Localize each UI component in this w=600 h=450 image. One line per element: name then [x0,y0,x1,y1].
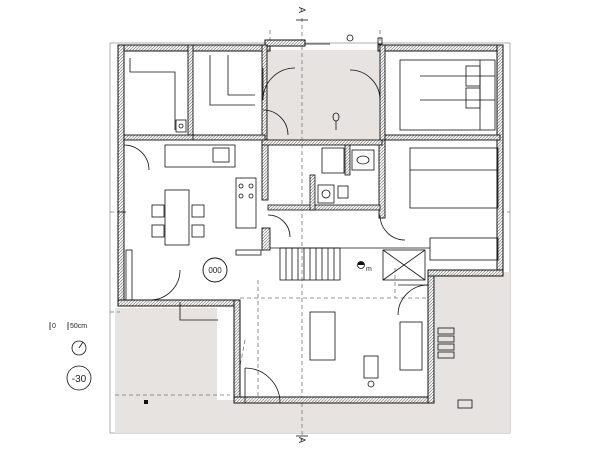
terrain-marker [144,400,148,404]
shaft-cross [382,249,426,281]
double-bed [409,147,499,261]
dining-table [151,189,205,246]
toilet [332,112,340,130]
room-level-label: 000 [208,266,222,275]
scale-zero-label: 0 [52,323,56,330]
kitchen-unit [164,144,262,256]
scale-length-label: 50cm [70,323,87,330]
kitchen-counter [129,58,187,133]
wet-room-partitions [267,144,381,211]
west-windows [118,211,133,301]
roof-detail-marks [305,34,383,45]
terrace-chairs [437,327,473,409]
orientation-icon [71,340,87,356]
door-swings [123,67,429,404]
section-marker-bottom-label: A [297,437,307,443]
stair-label: m [366,266,372,273]
exterior-walls [117,39,504,404]
stair-indicator [357,261,365,269]
bunk-beds [399,59,496,131]
interior-walls [123,44,501,251]
scale-bar [49,322,69,330]
section-marker-top-label: A [297,7,307,13]
bathroom-fixtures [317,147,375,204]
section-marker-top: A [296,7,308,21]
staircase [270,247,430,281]
terrace-areas [115,50,510,433]
storage-shelf [209,55,255,106]
legend-level-label: -30 [72,374,87,385]
room-level-marker [202,257,228,283]
section-marker-bottom: A [296,435,308,443]
legend-level-circle [66,365,92,391]
living-furniture [309,311,423,388]
